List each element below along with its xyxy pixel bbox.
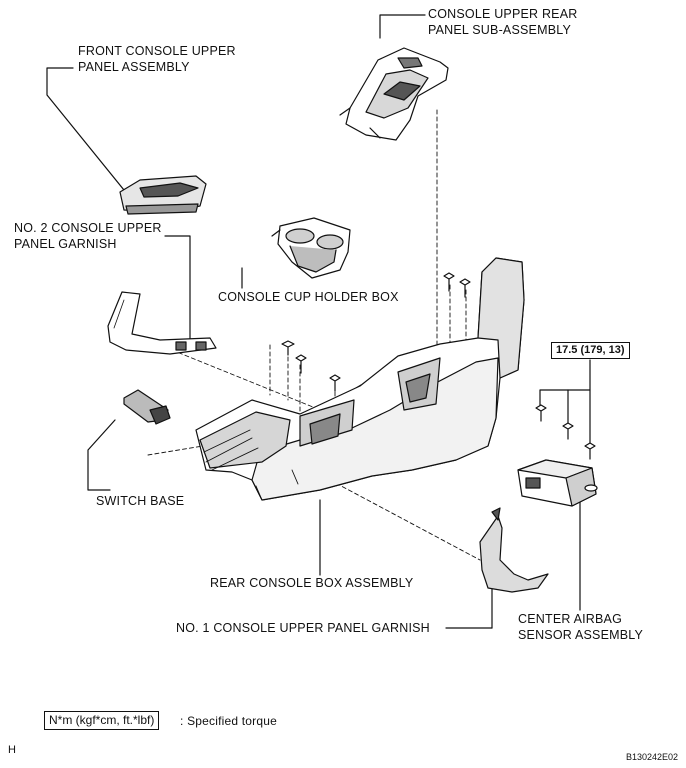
label-rear-console-box: REAR CONSOLE BOX ASSEMBLY <box>210 576 414 590</box>
label-no2-garnish-line2: PANEL GARNISH <box>14 237 117 251</box>
label-center-airbag-line2: SENSOR ASSEMBLY <box>518 628 644 642</box>
label-console-upper-rear-line1: CONSOLE UPPER REAR <box>428 7 578 21</box>
label-switch-base: SWITCH BASE <box>96 494 185 508</box>
label-no2-garnish-line1: NO. 2 CONSOLE UPPER <box>14 221 162 235</box>
legend-torque-text: : Specified torque <box>180 714 277 728</box>
leader-lines <box>46 14 591 629</box>
label-no1-garnish: NO. 1 CONSOLE UPPER PANEL GARNISH <box>176 621 430 635</box>
label-front-console-upper-line1: FRONT CONSOLE UPPER <box>78 44 236 58</box>
screws-group <box>281 272 596 460</box>
console-upper-rear-panel-part <box>339 47 449 141</box>
label-cup-holder: CONSOLE CUP HOLDER BOX <box>218 290 399 304</box>
label-console-upper-rear-line2: PANEL SUB-ASSEMBLY <box>428 23 571 37</box>
corner-letter: H <box>8 744 17 756</box>
front-console-upper-panel-part <box>119 175 207 215</box>
center-airbag-sensor-part <box>517 459 598 507</box>
figure-code: B130242E02 <box>626 752 679 762</box>
no1-console-garnish-part <box>479 507 549 593</box>
no2-console-garnish-part <box>107 291 217 355</box>
label-center-airbag-line1: CENTER AIRBAG <box>518 612 623 626</box>
switch-base-part <box>123 389 171 425</box>
legend-torque-unit-box: N*m (kgf*cm, ft.*lbf) <box>44 711 160 730</box>
cup-holder-box-part <box>271 217 351 279</box>
label-front-console-upper-line2: PANEL ASSEMBLY <box>78 60 190 74</box>
rear-console-box-part <box>195 257 525 501</box>
torque-spec-box: 17.5 (179, 13) <box>551 342 630 359</box>
